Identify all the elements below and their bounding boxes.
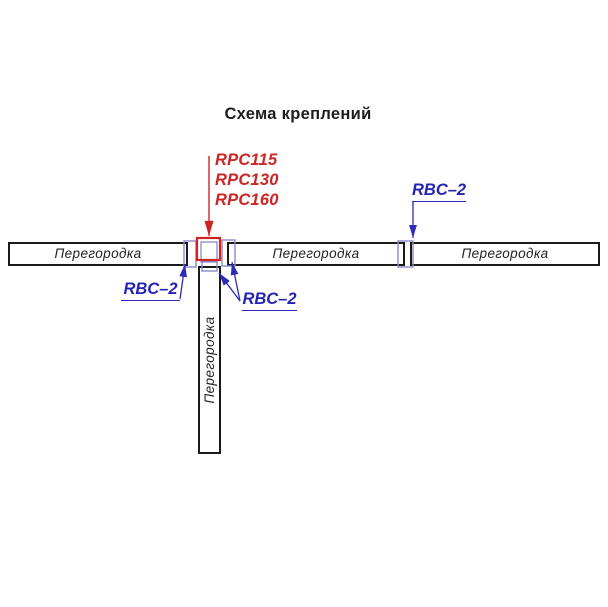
junction-inner-square (200, 241, 218, 263)
rbc-center-leader-arrow-bottom (218, 272, 241, 302)
rbc-connector-right-joint (397, 240, 414, 268)
rpc-junction-square (195, 236, 222, 262)
partition-vertical-rect (198, 266, 221, 454)
rbc2-label-center: RBC–2 (242, 290, 297, 311)
partition-label-middle: Перегородка (272, 246, 360, 261)
partition-left-rect (8, 242, 188, 266)
rbc-connector-junction-right (221, 239, 236, 267)
partition-label-right: Перегородка (461, 246, 549, 261)
rbc2-label-left: RBC–2 (121, 280, 180, 301)
partition-middle-rect (227, 242, 405, 266)
rbc-left-leader-arrow (179, 263, 188, 300)
rpc160-label: RPC160 (215, 191, 279, 209)
rbc2-label-top-right: RBC–2 (412, 181, 466, 202)
rpc130-label: RPC130 (215, 171, 279, 189)
partition-label-left: Перегородка (54, 246, 142, 261)
rpc115-label: RPC115 (215, 151, 278, 169)
rpc-label-group: RPC115 RPC130 RPC160 (215, 150, 279, 210)
partition-right-rect (410, 242, 600, 266)
diagram-title: Схема креплений (224, 105, 372, 123)
rbc-center-leader-arrow-right (230, 261, 241, 302)
partition-label-vertical: Перегородка (202, 316, 217, 404)
